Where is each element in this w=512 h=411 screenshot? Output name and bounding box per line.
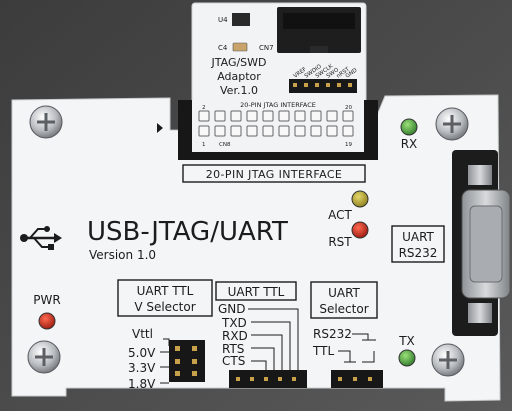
jtag-interface-box xyxy=(182,164,366,183)
led-rst xyxy=(351,221,369,239)
vsel-box xyxy=(117,279,213,317)
adapter-board: U4 C4 CN7 JTAG/SWD Adaptor Ver.1.0 VREF … xyxy=(191,2,367,104)
led-label-rst: RST xyxy=(328,235,352,249)
led-label-act: ACT xyxy=(328,208,352,222)
adapter-pin-1: 1 xyxy=(202,142,206,148)
db9-connector xyxy=(452,150,511,336)
led-act xyxy=(351,190,369,208)
adapter-ref-cn8: CN8 xyxy=(219,142,231,148)
main-board xyxy=(11,94,501,402)
adapter-jtag-label: 20-PIN JTAG INTERFACE xyxy=(240,101,316,109)
vsel-jumper[interactable] xyxy=(169,340,205,382)
pin-label-txd: TXD xyxy=(221,316,247,330)
product-name: USB-JTAG/UART xyxy=(87,217,288,247)
uart-selector-line2: Selector xyxy=(319,302,368,316)
pin-label-cts: CTS xyxy=(222,354,245,368)
adapter-6pin-header xyxy=(289,79,357,93)
v18-label: 1.8V xyxy=(128,377,156,391)
uart-rs232-line2: RS232 xyxy=(399,246,438,260)
usb-icon xyxy=(20,226,62,250)
uart-selector-box xyxy=(310,281,378,319)
screw-top-right xyxy=(435,107,469,141)
v50-label: 5.0V xyxy=(128,346,156,360)
led-label-rx: RX xyxy=(401,137,418,151)
adapter-pin-2: 2 xyxy=(202,105,206,111)
vsel-line1: UART TTL xyxy=(137,284,194,298)
screw-top-left xyxy=(29,105,63,139)
uart-selector-line1: UART xyxy=(328,286,360,300)
led-tx xyxy=(398,349,416,367)
adapter-pin-20: 20 xyxy=(345,105,352,111)
led-label-tx: TX xyxy=(398,334,415,348)
adapter-pin-19: 19 xyxy=(345,142,352,148)
adapter-capacitor xyxy=(232,42,248,52)
selector-ttl-label: TTL xyxy=(312,344,334,358)
adapter-title-line2: Adaptor xyxy=(217,70,261,83)
led-rx xyxy=(400,118,418,136)
uart-ttl-label: UART TTL xyxy=(228,285,285,299)
pin-label-gnd: GND xyxy=(218,302,246,316)
led-pwr xyxy=(38,312,56,330)
led-label-pwr: PWR xyxy=(33,293,60,307)
adapter-chip xyxy=(232,13,250,26)
jtag-interface-label: 20-PIN JTAG INTERFACE xyxy=(206,168,343,181)
adapter-ref-u4: U4 xyxy=(218,16,228,24)
uart-rs232-box xyxy=(391,225,445,263)
adapter-ref-cn7: CN7 xyxy=(259,44,274,52)
uart-rs232-line1: UART xyxy=(402,230,434,244)
adapter-ref-c4: C4 xyxy=(218,44,228,52)
version-label: Version 1.0 xyxy=(89,248,156,262)
adapter-title-line1: JTAG/SWD xyxy=(211,56,267,69)
jtag-20pin-header xyxy=(198,110,354,137)
uart-selector-jumper[interactable] xyxy=(331,370,383,388)
vttl-label: Vttl xyxy=(132,327,153,341)
vsel-line2: V Selector xyxy=(134,300,195,314)
v33-label: 3.3V xyxy=(128,361,156,375)
uart-ttl-box xyxy=(215,281,297,301)
pin-label-rxd: RXD xyxy=(222,329,248,343)
screw-bottom-left xyxy=(27,340,61,374)
selector-rs232-label: RS232 xyxy=(313,327,352,341)
screw-bottom-right xyxy=(431,343,465,377)
uart-ttl-header[interactable] xyxy=(229,370,307,388)
pin1-marker xyxy=(157,123,163,133)
adapter-title-line3: Ver.1.0 xyxy=(220,84,258,97)
pin-label-rts: RTS xyxy=(222,342,244,356)
